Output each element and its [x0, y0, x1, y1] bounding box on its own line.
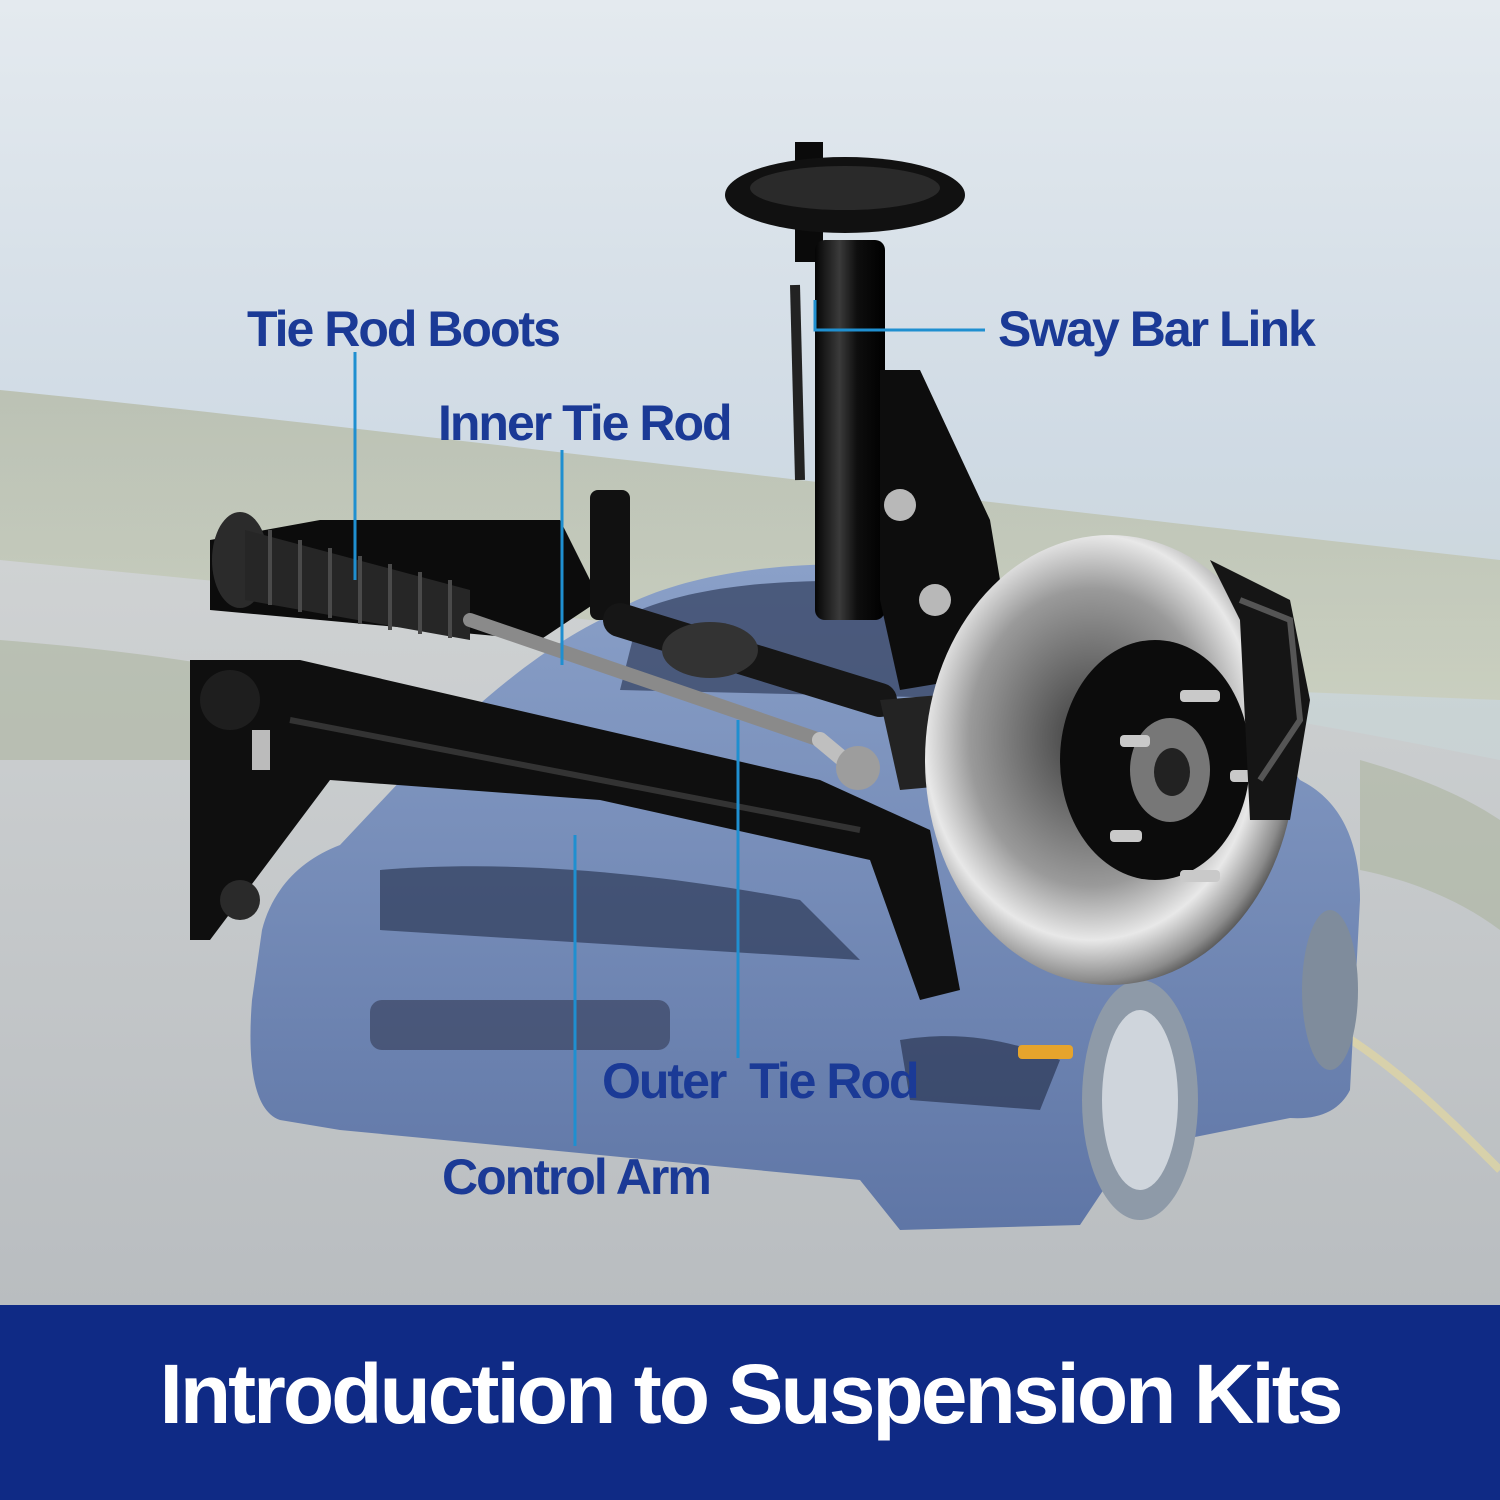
- label-outer-tie-rod: Outer Tie Rod: [602, 1053, 920, 1109]
- title-banner: [0, 1305, 1500, 1500]
- label-sway-bar-link: Sway Bar Link: [998, 301, 1316, 357]
- label-tie-rod-boots: Tie Rod Boots: [247, 301, 561, 357]
- suspension-scene: [0, 0, 1500, 1305]
- label-control-arm: Control Arm: [442, 1149, 712, 1205]
- label-inner-tie-rod: Inner Tie Rod: [438, 395, 733, 451]
- banner-title: Introduction to Suspension Kits: [159, 1347, 1344, 1441]
- leader-lines: [353, 300, 985, 1146]
- suspension-assembly: [190, 142, 1310, 1000]
